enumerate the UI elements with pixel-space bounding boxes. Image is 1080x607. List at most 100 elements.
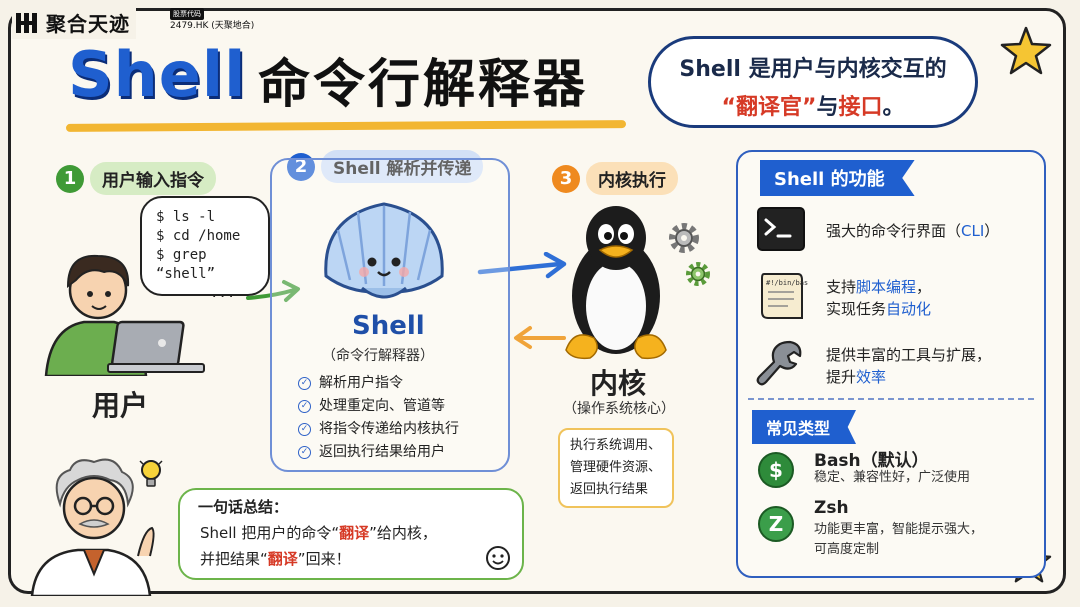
type-zsh-desc-line: 功能更丰富，智能提示强大， [814, 522, 984, 537]
z-badge-icon: Z [758, 506, 794, 542]
star-icon [1000, 26, 1052, 75]
check-icon: ✓ [298, 400, 311, 413]
step-3: 3 内核执行 [552, 162, 678, 195]
stock-code: 2479.HK (天聚地合) [170, 21, 255, 31]
summary-text: ”回来！ [297, 550, 351, 568]
shell-function-text: 处理重定向、管道等 [319, 398, 445, 414]
list-item: ✓ 解析用户指令 [298, 372, 459, 395]
definition-line2: “翻译官”与接口。 [651, 89, 975, 121]
kernel-subtitle: （操作系统核心） [563, 401, 675, 417]
summary-text: Shell 把用户的命令“ [200, 524, 340, 542]
feature-highlight: 脚本编程 [856, 278, 917, 296]
kernel-task: 管理硬件资源、 [570, 460, 662, 475]
shell-name: Shell [352, 311, 425, 341]
smiley-icon [486, 546, 510, 570]
gear-icon [686, 262, 710, 286]
summary-text: 并把结果“ [200, 550, 268, 568]
check-icon: ✓ [298, 446, 311, 459]
definition-line1: Shell 是用户与内核交互的 [679, 57, 947, 82]
step-3-label: 内核执行 [586, 162, 678, 195]
feature-cli: 强大的命令行界面（CLI） [826, 220, 999, 242]
user-label: 用户 [92, 389, 149, 422]
command-line: $ grep “shell” [156, 247, 216, 282]
professor-illustration [30, 458, 155, 596]
summary-line1: Shell 把用户的命令“翻译”给内核， [200, 522, 437, 543]
script-scroll-icon: #!/bin/bash [761, 273, 808, 319]
command-bubble: $ ls -l $ cd /home $ grep “shell” ... [140, 196, 270, 301]
feature-text: 实现任务 [826, 300, 887, 318]
type-zsh-name: Zsh [814, 498, 849, 518]
feature-tools: 提供丰富的工具与扩展， 提升效率 [826, 344, 991, 388]
feature-highlight: 效率 [856, 368, 887, 386]
panel-divider [748, 398, 1034, 400]
step-2-number: 2 [287, 152, 315, 181]
feature-highlight: 自动化 [886, 300, 932, 318]
definition-translator: “翻译官” [721, 95, 817, 120]
feature-text: 强大的命令行界面（ [826, 222, 962, 240]
logo-name: 聚合天迹 [46, 12, 130, 36]
type-zsh-desc-line: 可高度定制 [814, 542, 880, 557]
command-ellipsis: ... [210, 285, 236, 301]
panel-title: Shell 的功能 [760, 160, 915, 196]
summary-box [178, 488, 524, 580]
shell-mascot-icon [324, 202, 444, 299]
definition-interface: 接口 [838, 95, 883, 120]
title-english: Shell [68, 38, 247, 111]
summary-text: ”给内核， [369, 524, 437, 542]
terminal-icon [757, 207, 805, 251]
kernel-task: 执行系统调用、 [570, 438, 662, 453]
tux-penguin-icon [565, 206, 667, 360]
type-bash-name: Bash（默认） [814, 451, 929, 471]
arrow-right-icon [246, 280, 300, 302]
types-title: 常见类型 [752, 410, 857, 444]
arrow-left-icon [514, 326, 566, 349]
step-1-number: 1 [56, 164, 84, 193]
list-item: ✓将指令传递给内核执行 [298, 418, 459, 441]
brand-logo: 聚合天迹 [12, 6, 136, 39]
kernel-task-box: 执行系统调用、 管理硬件资源、 返回执行结果 [558, 428, 674, 508]
shell-function-text: 返回执行结果给用户 [319, 444, 445, 460]
definition-cloud: Shell 是用户与内核交互的 “翻译官”与接口。 [648, 36, 978, 128]
lightbulb-icon [139, 458, 163, 487]
stock-tag: 股票代码 [170, 8, 204, 20]
feature-highlight: CLI [961, 222, 985, 240]
arrow-right-icon [477, 252, 567, 279]
summary-highlight: 翻译 [267, 550, 298, 568]
type-zsh-desc: 功能更丰富，智能提示强大， 可高度定制 [814, 520, 983, 560]
summary-line2: 并把结果“翻译”回来！ [200, 548, 351, 569]
user-with-laptop-illustration [44, 254, 205, 376]
feature-text: 提升 [826, 368, 857, 386]
summary-highlight: 翻译 [339, 524, 370, 542]
list-item: ✓ 处理重定向、管道等 [298, 395, 459, 418]
step-3-number: 3 [552, 164, 580, 193]
shell-function-text: 解析用户指令 [319, 375, 403, 391]
stock-info: 股票代码 2479.HK (天聚地合) [170, 8, 254, 32]
kernel-task: 返回执行结果 [570, 482, 649, 497]
list-item: ✓ 返回执行结果给用户 [298, 441, 459, 464]
kernel-name: 内核 [590, 367, 647, 400]
definition-and: 与 [816, 95, 839, 120]
type-bash-desc: 稳定、兼容性好，广泛使用 [814, 470, 971, 485]
command-line: $ ls -l [156, 209, 216, 225]
step-1-label: 用户输入指令 [90, 162, 216, 195]
step-2-label: Shell 解析并传递 [321, 150, 484, 183]
logo-mark-icon [16, 12, 37, 33]
dollar-badge-icon: $ [758, 452, 794, 488]
shell-function-list: ✓ 解析用户指令 ✓ 处理重定向、管道等 ✓将指令传递给内核执行 ✓ 返回执行结果给用… [298, 372, 459, 464]
feature-text: ， [916, 278, 932, 296]
check-icon: ✓ [298, 423, 311, 436]
feature-text: ） [984, 222, 1000, 240]
gear-icon [669, 223, 699, 253]
title-chinese: 命令行解释器 [258, 55, 589, 115]
feature-text: 提供丰富的工具与扩展， [826, 346, 992, 364]
shell-subtitle: （命令行解释器） [322, 348, 434, 364]
summary-title: 一句话总结： [198, 498, 289, 516]
step-1: 1 用户输入指令 [56, 162, 216, 195]
check-icon: ✓ [298, 377, 311, 390]
feature-scripting: 支持脚本编程， 实现任务自动化 [826, 276, 931, 320]
wrench-icon [756, 340, 802, 386]
command-line: $ cd /home [156, 228, 241, 244]
step-2: 2 Shell 解析并传递 [287, 150, 484, 183]
definition-end: 。 [882, 95, 905, 120]
